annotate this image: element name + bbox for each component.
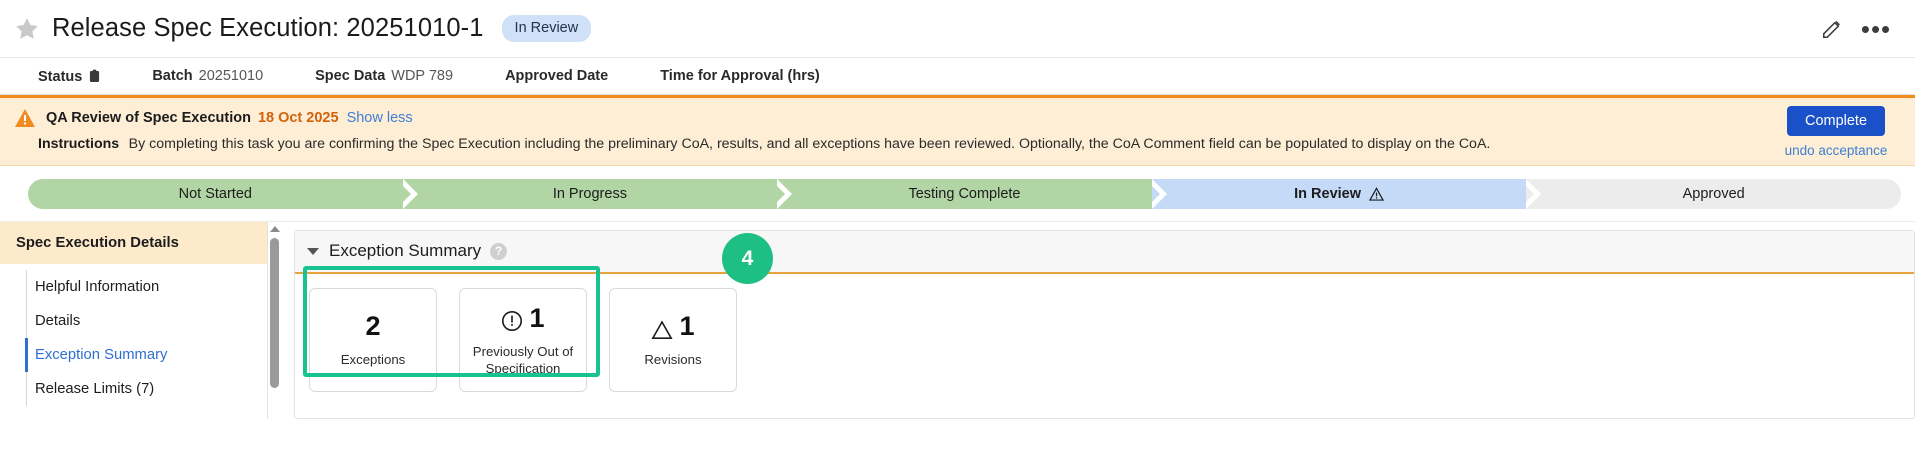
qa-review-banner: QA Review of Spec Execution 18 Oct 2025 …	[0, 95, 1915, 166]
step-arrow-icon	[1526, 179, 1542, 209]
step-not-started[interactable]: Not Started	[28, 179, 418, 209]
meta-label: Approved Date	[505, 68, 609, 84]
sidebar-list: Helpful Information Details Exception Su…	[0, 270, 268, 406]
sidebar: Spec Execution Details Helpful Informati…	[0, 222, 268, 419]
sidebar-header: Spec Execution Details	[0, 222, 268, 264]
step-label-text: In Review	[1294, 186, 1362, 202]
content-area: Exception Summary ? 2 Exceptions 1	[282, 222, 1915, 419]
step-approved[interactable]: Approved	[1526, 179, 1901, 209]
sidebar-item-release-limits[interactable]: Release Limits (7)	[0, 372, 268, 406]
scrollbar-thumb[interactable]	[270, 238, 279, 388]
sidebar-item-helpful-information[interactable]: Helpful Information	[0, 270, 268, 304]
step-label: In Review	[1294, 186, 1385, 202]
scroll-up-arrow-icon[interactable]	[270, 226, 280, 232]
banner-title-row: QA Review of Spec Execution 18 Oct 2025 …	[0, 108, 1915, 128]
title-bar: Release Spec Execution: 20251010-1 In Re…	[0, 0, 1915, 57]
pencil-icon[interactable]	[1815, 12, 1849, 46]
card-label: Revisions	[644, 352, 702, 368]
sidebar-item-details[interactable]: Details	[0, 304, 268, 338]
card-previously-out-of-specification[interactable]: 1 Previously Out of Specification	[459, 288, 587, 392]
meta-label: Spec Data	[315, 68, 386, 84]
meta-item-status: Status	[38, 67, 100, 85]
instructions-text: By completing this task you are confirmi…	[128, 136, 1491, 152]
meta-item-time-for-approval: Time for Approval (hrs)	[660, 68, 820, 84]
panel-header[interactable]: Exception Summary ?	[295, 231, 1914, 274]
status-badge: In Review	[501, 15, 592, 42]
meta-item-batch: Batch 20251010	[152, 68, 263, 84]
card-value: 2	[365, 311, 381, 342]
card-value: 1	[501, 303, 545, 334]
warning-triangle-icon	[14, 108, 36, 128]
meta-value: WDP 789	[391, 68, 454, 84]
step-in-review[interactable]: In Review	[1151, 179, 1542, 209]
step-arrow-icon	[1151, 179, 1167, 209]
metric-cards: 2 Exceptions 1 Previously Out of Specifi…	[295, 274, 1914, 392]
exception-summary-panel: Exception Summary ? 2 Exceptions 1	[294, 230, 1915, 419]
card-value: 1	[651, 311, 695, 342]
show-less-link[interactable]: Show less	[346, 110, 413, 126]
sidebar-divider	[267, 222, 268, 419]
warning-triangle-icon	[651, 316, 674, 339]
status-stepper: Not Started In Progress Testing Complete…	[0, 166, 1915, 221]
step-label: Not Started	[178, 186, 252, 202]
meta-item-spec-data: Spec Data WDP 789	[315, 68, 453, 84]
content-scrollbar[interactable]	[268, 222, 282, 419]
instructions-label: Instructions	[38, 136, 120, 152]
card-revisions[interactable]: 1 Revisions	[609, 288, 737, 392]
page-title: Release Spec Execution: 20251010-1	[52, 14, 484, 42]
card-label: Previously Out of Specification	[472, 344, 574, 376]
clipboard-icon	[89, 69, 100, 83]
step-label: In Progress	[552, 186, 627, 202]
meta-label: Status	[38, 69, 83, 85]
banner-title: QA Review of Spec Execution	[46, 110, 251, 126]
banner-instructions-row: Instructions By completing this task you…	[0, 135, 1915, 153]
banner-actions: Complete undo acceptance	[1771, 106, 1901, 158]
annotation-step-badge: 4	[722, 233, 773, 284]
meta-label: Batch	[152, 68, 193, 84]
exclamation-circle-icon	[501, 308, 523, 331]
step-arrow-icon	[777, 179, 793, 209]
meta-item-approved-date: Approved Date	[505, 68, 608, 84]
undo-acceptance-link[interactable]: undo acceptance	[1784, 143, 1888, 158]
meta-value: 20251010	[198, 68, 264, 84]
star-icon[interactable]	[14, 16, 40, 42]
caret-down-icon[interactable]	[307, 247, 319, 255]
step-testing-complete[interactable]: Testing Complete	[777, 179, 1167, 209]
help-icon[interactable]: ?	[490, 242, 508, 260]
ellipsis-icon[interactable]: •••	[1860, 13, 1892, 44]
step-arrow-icon	[402, 179, 418, 209]
card-value-text: 1	[679, 311, 695, 342]
meta-label: Time for Approval (hrs)	[660, 68, 820, 84]
step-label: Approved	[1682, 186, 1745, 202]
banner-date: 18 Oct 2025	[257, 110, 339, 126]
card-value-text: 1	[529, 303, 545, 333]
step-label: Testing Complete	[908, 186, 1021, 202]
meta-bar: Status Batch 20251010 Spec Data WDP 789 …	[0, 57, 1915, 95]
step-in-progress[interactable]: In Progress	[402, 179, 793, 209]
body: Spec Execution Details Helpful Informati…	[0, 221, 1915, 419]
panel-title: Exception Summary	[329, 241, 482, 260]
card-label: Exceptions	[340, 352, 406, 368]
card-exceptions[interactable]: 2 Exceptions	[309, 288, 437, 392]
warning-triangle-icon	[1368, 187, 1385, 201]
complete-button[interactable]: Complete	[1786, 106, 1886, 136]
sidebar-item-exception-summary[interactable]: Exception Summary	[0, 338, 268, 372]
